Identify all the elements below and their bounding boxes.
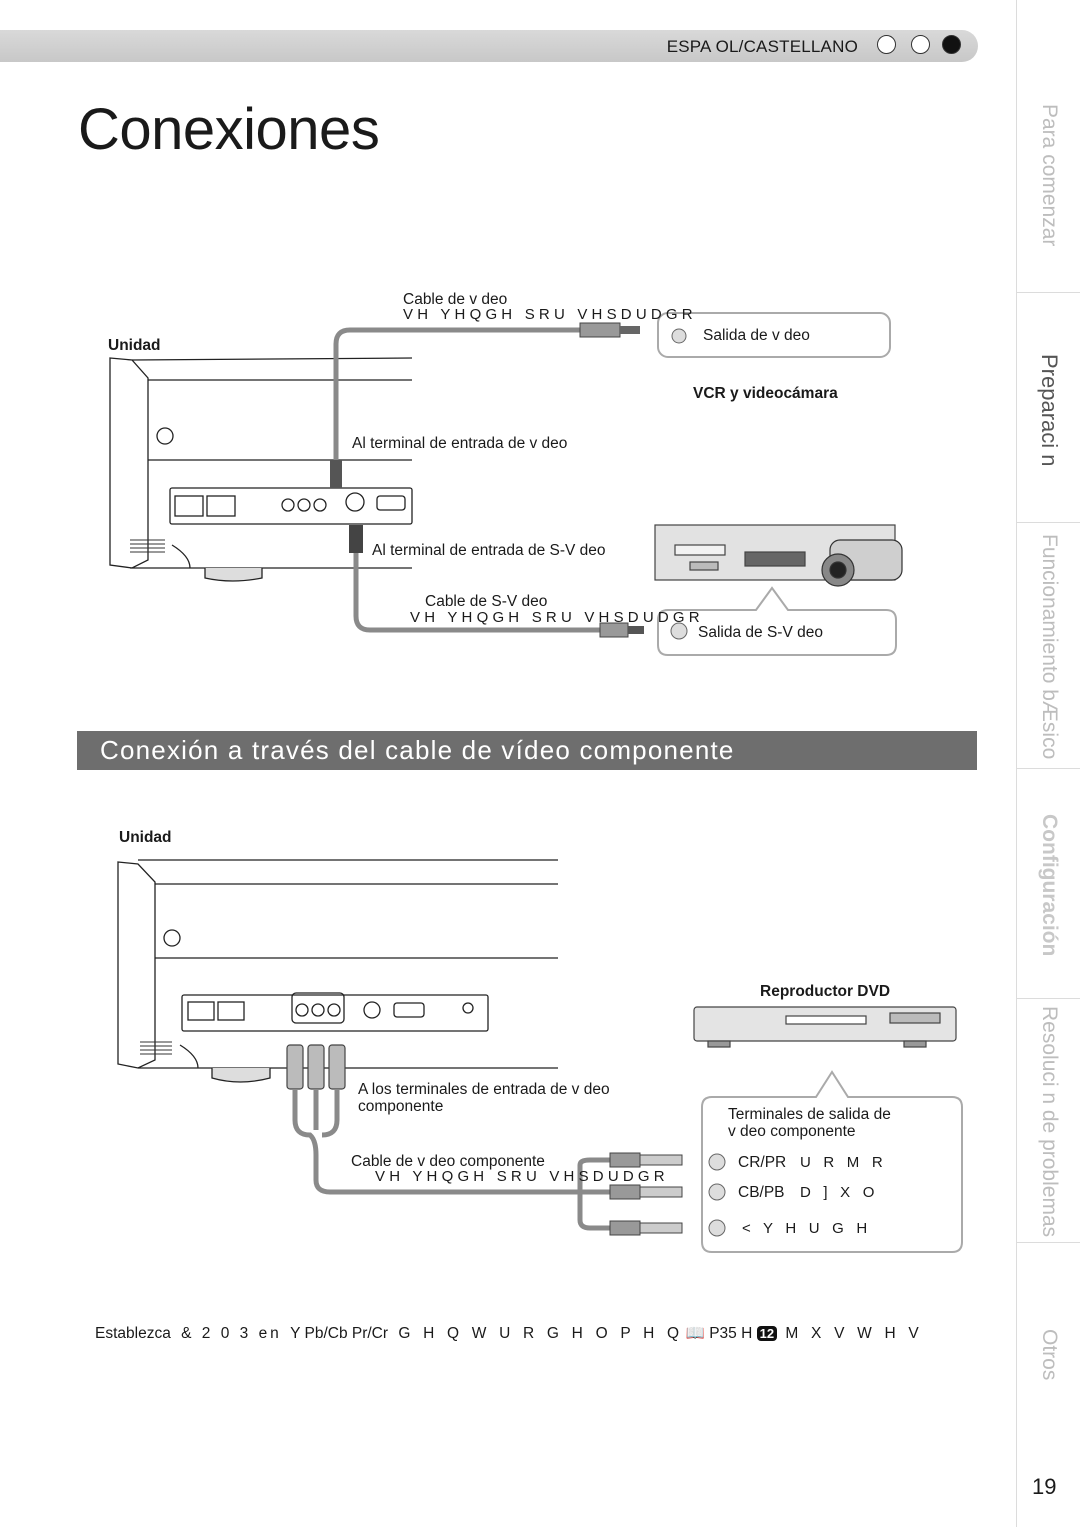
tab-label: Otros [1038, 1329, 1061, 1381]
tab-divider [1017, 768, 1080, 769]
video-cable [333, 327, 595, 460]
output-cb-pb-color: D ] X O [800, 1184, 879, 1201]
unit-label-1: Unidad [108, 337, 161, 354]
language-bar: ESPA OL/CASTELLANO [0, 30, 978, 62]
tab-divider [1017, 1242, 1080, 1243]
output-y-color: < Y H U G H [742, 1220, 872, 1237]
tab-configuracion[interactable]: Configuración [1017, 774, 1080, 996]
component-output-title-2: v deo componente [728, 1123, 856, 1140]
footnote-badge: 12 [756, 1326, 778, 1341]
video-input-label: Al terminal de entrada de v deo [352, 435, 568, 452]
output-cr-pr: CR/PR [738, 1154, 786, 1172]
tab-para-comenzar[interactable]: Para comenzar [1017, 60, 1080, 290]
tab-label: Configuración [1038, 813, 1061, 957]
page-title: Conexiones [78, 97, 380, 162]
component-plugs-unit [286, 1044, 346, 1090]
tab-label: Resoluci n de problemas [1038, 1006, 1061, 1238]
svideo-cable-label: Cable de S-V deo [425, 593, 548, 610]
tab-divider [1017, 998, 1080, 999]
video-output-box [657, 312, 891, 358]
language-dot-1 [877, 35, 896, 54]
projector-rear-1 [109, 357, 413, 582]
projector-vents-2 [140, 1041, 172, 1055]
footnote-page-ref[interactable]: P35 H [709, 1325, 753, 1342]
video-output-label: Salida de v deo [703, 327, 810, 344]
svideo-cable-note: VH YHQGH SRU VHSDUDGR [410, 609, 704, 626]
svideo-output-label: Salida de S-V deo [698, 624, 823, 641]
side-tabs: Para comenzar Preparaci n Funcionamiento… [1016, 0, 1080, 1527]
footnote: Establezca & 2 0 3 en Y Pb/Cb Pr/Cr G H … [95, 1324, 923, 1343]
component-input-label-2: componente [358, 1098, 444, 1115]
section-header: Conexión a través del cable de vídeo com… [77, 731, 977, 770]
projector-rear-2 [117, 859, 558, 1083]
svideo-output-box [657, 586, 897, 656]
language-dot-3 [942, 35, 961, 54]
language-dot-2 [911, 35, 930, 54]
tab-divider [1017, 522, 1080, 523]
component-cable-note: VH YHQGH SRU VHSDUDGR [375, 1168, 669, 1185]
dvd-player-illustration [693, 1006, 957, 1048]
output-cr-pr-color: U R M R [800, 1154, 887, 1171]
footnote-code: & 2 0 3 en [181, 1325, 282, 1342]
page-number: 19 [1032, 1474, 1057, 1499]
unit-label-2: Unidad [119, 829, 172, 846]
tab-label: Preparaci n [1037, 353, 1062, 467]
dvd-player-label: Reproductor DVD [760, 983, 891, 1000]
output-cr-pr-name: CR/PR [738, 1154, 787, 1171]
video-plug-unit [330, 460, 342, 488]
output-cb-pb: CB/PB [738, 1184, 785, 1202]
footnote-prefix: Establezca [95, 1325, 171, 1342]
section-title: Conexión a través del cable de vídeo com… [100, 735, 735, 765]
component-plugs-device [609, 1152, 683, 1236]
tab-divider [1017, 292, 1080, 293]
tab-resolucion[interactable]: Resoluci n de problemas [1017, 1004, 1080, 1240]
component-output-box [701, 1070, 963, 1253]
svideo-cable [353, 540, 615, 633]
component-output-title-1: Terminales de salida de [728, 1106, 891, 1123]
footnote-tail: M X V W H V [785, 1325, 923, 1342]
book-icon: 📖 [685, 1325, 705, 1342]
footnote-mode: Y Pb/Cb Pr/Cr [290, 1325, 389, 1342]
tab-funcionamiento[interactable]: Funcionamiento bÆsico [1017, 528, 1080, 766]
tab-preparacion[interactable]: Preparaci n [1017, 300, 1080, 520]
component-cable [292, 1090, 630, 1231]
video-plug-device [579, 322, 621, 338]
footnote-rest: G H Q W U R G H O P H Q [398, 1325, 684, 1342]
camcorder-illustration [821, 539, 903, 587]
video-cable-label: Cable de v deo [403, 291, 508, 308]
language-label: ESPA OL/CASTELLANO [666, 37, 858, 56]
component-cable-label: Cable de v deo componente [351, 1153, 545, 1170]
output-cb-pb-name: CB/PB [738, 1184, 785, 1201]
svideo-plug-unit [349, 525, 363, 553]
projector-vents-1 [130, 539, 165, 553]
component-input-label-1: A los terminales de entrada de v deo [358, 1081, 610, 1098]
video-cable-note: VH YHQGH SRU VHSDUDGR [403, 306, 697, 323]
tab-otros[interactable]: Otros [1017, 1250, 1080, 1460]
tab-label: Para comenzar [1038, 103, 1061, 247]
svideo-input-label: Al terminal de entrada de S-V deo [372, 542, 606, 559]
tab-label: Funcionamiento bÆsico [1038, 534, 1061, 760]
connection-diagrams [109, 312, 963, 1253]
vcr-camcorder-label: VCR y videocámara [693, 385, 838, 402]
